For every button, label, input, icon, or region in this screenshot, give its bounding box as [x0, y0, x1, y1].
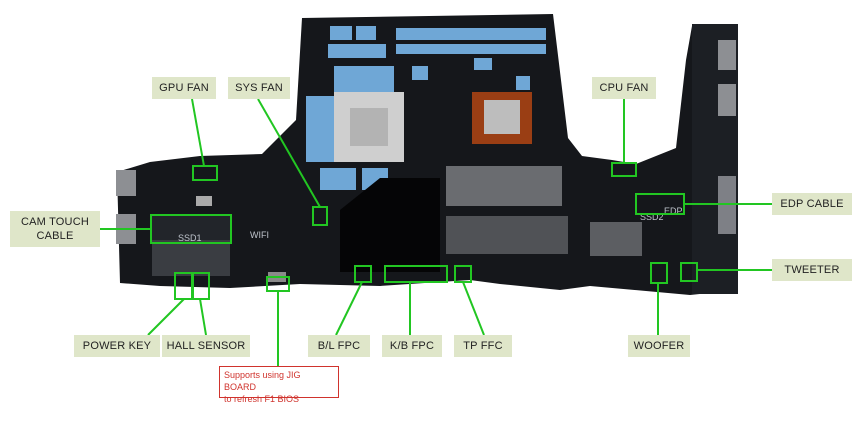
jig-board-note-line1: Supports using JIG BOARD — [224, 370, 301, 392]
ssd1-marking: SSD1 — [178, 233, 202, 243]
usb-port-right-1 — [718, 40, 736, 70]
jig-board-note-line2: to refresh F1 BIOS — [224, 394, 300, 404]
bl-fpc-label: B/L FPC — [308, 335, 370, 357]
edp-cable-label: EDP CABLE — [772, 193, 852, 215]
shield-sticker — [340, 178, 440, 272]
edp-marking: EDP — [664, 206, 683, 216]
leader-lines — [100, 98, 772, 366]
bl-fpc-connector-box — [354, 265, 372, 283]
sys-fan-label: SYS FAN — [228, 77, 290, 99]
thermal-pads — [306, 26, 546, 190]
kb-fpc-label: K/B FPC — [382, 335, 442, 357]
power-key-label: POWER KEY — [74, 335, 160, 357]
ram-slot-lower — [446, 216, 568, 254]
woofer-label: WOOFER — [628, 335, 690, 357]
tweeter-connector-box — [680, 262, 698, 282]
cpu-fan-label: CPU FAN — [592, 77, 656, 99]
kb-fpc-connector-box — [384, 265, 448, 283]
usb-port-right-2 — [718, 84, 736, 116]
jig-board-note: Supports using JIG BOARD to refresh F1 B… — [219, 366, 339, 404]
tweeter-label: TWEETER — [772, 259, 852, 281]
ssd2-marking: SSD2 — [640, 212, 664, 222]
ssd1-slot — [152, 240, 230, 276]
wifi-marking: WIFI — [250, 230, 269, 240]
hall-sensor-label: HALL SENSOR — [162, 335, 250, 357]
ssd1-area — [152, 214, 230, 240]
gpu-fan-label: GPU FAN — [152, 77, 216, 99]
ssd2-slot — [590, 222, 642, 256]
gpu-fan-connector-box — [192, 165, 218, 181]
motherboard-pcb — [117, 14, 738, 295]
cpu-die — [484, 100, 520, 134]
tp-ffc-label: TP FFC — [454, 335, 512, 357]
misc-component — [196, 196, 212, 206]
usb-port-left-1 — [116, 170, 136, 196]
cam-touch-cable-label: CAM TOUCH CABLE — [10, 211, 100, 247]
ram-slot-upper — [446, 166, 562, 206]
gpu-core — [350, 108, 388, 146]
